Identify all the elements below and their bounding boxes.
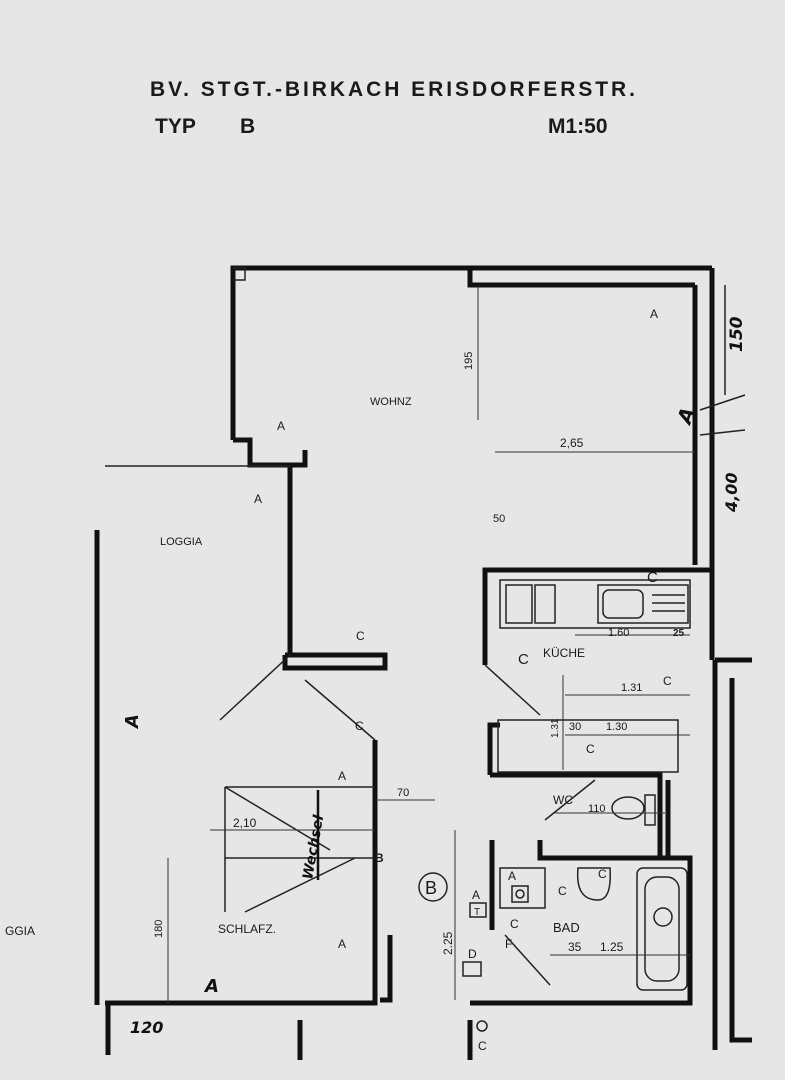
symbol-letter: C	[558, 884, 567, 898]
room-label-loggia-adjacent: GGIA	[5, 924, 35, 938]
dim-bedroom-width: 2,10	[233, 816, 257, 830]
symbol-letter: A	[277, 419, 285, 433]
symbol-letter: C	[356, 629, 365, 643]
toilet	[611, 796, 645, 820]
symbol-letter: C	[355, 719, 364, 733]
dim-kitchen-depth: 1.31	[550, 718, 561, 738]
bathtub	[636, 867, 688, 991]
room-label-loggia: LOGGIA	[160, 536, 203, 548]
symbol-letter: A	[650, 307, 658, 321]
room-label-living: WOHNZ	[370, 396, 412, 408]
symbol-letter: A	[338, 769, 346, 783]
dim-wc-width: 110	[588, 803, 606, 815]
bath-fixtures	[462, 794, 688, 1032]
symbol-letter: A	[254, 492, 262, 506]
room-label-bedroom: SCHLAFZ.	[218, 922, 276, 936]
sink-drainboard	[652, 594, 685, 612]
door-swings	[219, 394, 746, 986]
symbol-letter: D	[468, 947, 477, 961]
symbol-letter: C	[647, 569, 658, 586]
washbasin	[576, 867, 611, 901]
room-label-kitchen: KÜCHE	[543, 646, 585, 660]
symbol-letter: C	[586, 742, 595, 756]
dim-bath-width: 1.25	[600, 940, 624, 954]
dim-kitchen-counter: 1.60	[608, 627, 629, 639]
dim-bedroom-depth: 180	[153, 920, 165, 938]
symbol-letter: A	[338, 937, 346, 951]
kitchen-counter	[497, 579, 691, 773]
symbol-letter: T	[474, 907, 480, 918]
symbol-letter: C	[510, 917, 519, 931]
type-value: B	[240, 115, 255, 138]
apartment-marker: B	[418, 872, 448, 902]
electrical-symbols: A A A A A A A A A A T B C C C C C C C C …	[122, 307, 700, 1053]
dim-living-note: 50	[493, 513, 505, 525]
handwritten-height-mark: 150	[727, 316, 747, 352]
dim-bath-offset: 35	[568, 940, 582, 954]
symbol-letter: C	[663, 674, 672, 688]
handwritten-height-note: 4,00	[722, 473, 741, 513]
dim-kitchen-side: 25	[673, 628, 685, 639]
dim-living-depth: 195	[463, 352, 475, 370]
symbol-letter: C	[598, 867, 607, 881]
symbol-letter: A	[203, 976, 219, 997]
svg-text:B: B	[425, 878, 437, 898]
dim-living-width: 2,65	[560, 436, 584, 450]
symbol-letter: A	[472, 888, 480, 902]
dim-hall: 70	[397, 787, 409, 799]
room-label-wc: WC	[553, 793, 573, 807]
dim-hall-length: 2.25	[441, 931, 455, 955]
symbol-letter: C	[518, 651, 529, 668]
symbol-letter: A	[122, 714, 143, 730]
dim-kitchen-offset: 30	[569, 721, 581, 733]
handwritten-bottom-mark: 120	[130, 1018, 163, 1037]
dim-kitchen-width-1: 1.31	[621, 682, 642, 694]
symbol-letter: A	[508, 869, 516, 883]
dimension-lines	[167, 285, 726, 1003]
walls	[94, 265, 752, 1060]
symbol-letter: B	[375, 851, 384, 865]
symbol-letter: F	[505, 937, 512, 951]
type-label: TYP	[155, 115, 196, 138]
dim-kitchen-width-2: 1.30	[606, 721, 627, 733]
symbol-letter: C	[478, 1039, 487, 1053]
room-label-bath: BAD	[553, 920, 580, 935]
scale-label: M1:50	[548, 115, 608, 138]
project-title: BV. STGT.-BIRKACH ERISDORFERSTR.	[150, 78, 635, 101]
